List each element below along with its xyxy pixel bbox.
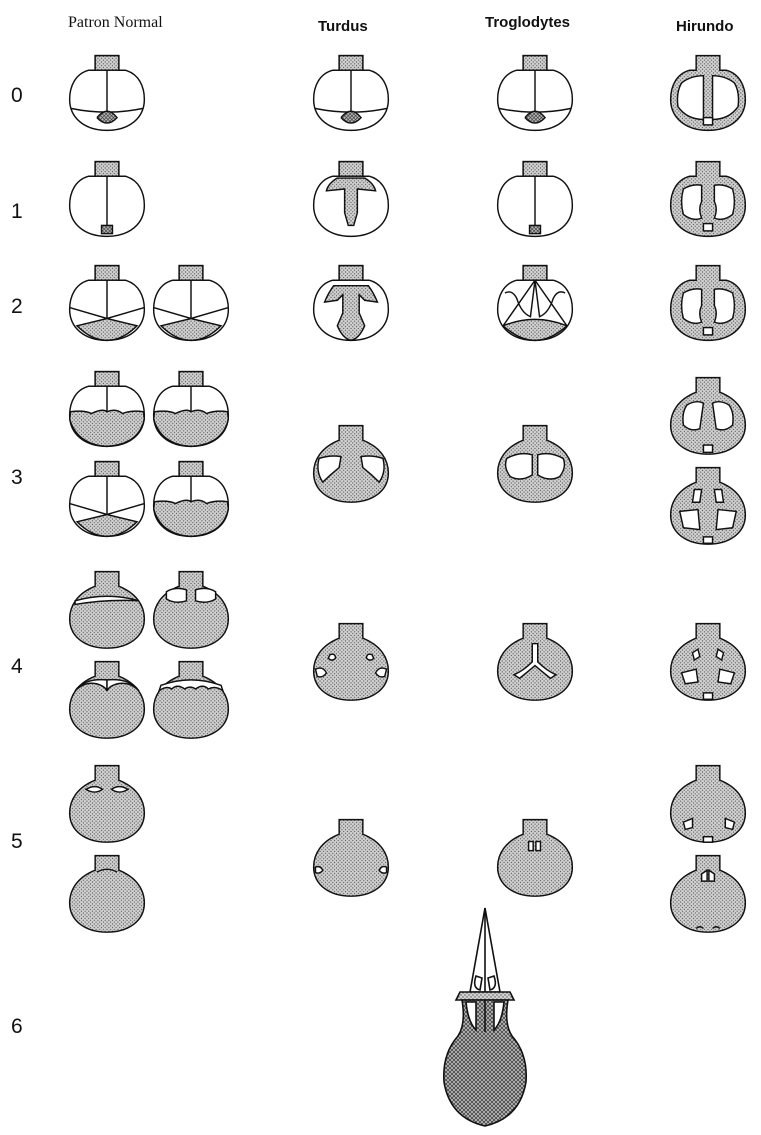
skull-hirundo-5b [667,852,749,934]
skull-patron-3d [150,458,232,540]
skull-patron-3b [150,368,232,450]
column-header-hirundo: Hirundo [676,18,734,35]
skull-turdus-5 [310,816,392,898]
skull-hirundo-1 [667,158,749,240]
skull-troglodytes-5 [494,816,576,898]
skull-patron-5b [66,852,148,934]
skull-turdus-0 [310,52,392,134]
skull-turdus-3 [310,422,392,504]
skull-patron-3a [66,368,148,450]
skull-hirundo-2 [667,262,749,344]
skull-patron-5a [66,762,148,844]
skull-turdus-1 [310,158,392,240]
skull-hirundo-4 [667,620,749,702]
skull-hirundo-3a [667,374,749,456]
skull-patron-1 [66,158,148,240]
skull-patron-2a [66,262,148,344]
skull-hirundo-0 [667,52,749,134]
row-label-5: 5 [11,830,23,854]
skull-troglodytes-3 [494,422,576,504]
skull-patron-4c [66,658,148,740]
skull-patron-4b [150,568,232,650]
row-label-0: 0 [11,84,23,108]
row-label-1: 1 [11,200,23,224]
skull-hirundo-3b [667,464,749,546]
row-label-3: 3 [11,466,23,490]
skull-troglodytes-1 [494,158,576,240]
skull-turdus-4 [310,620,392,702]
column-header-turdus: Turdus [318,18,368,35]
skull-hirundo-5a [667,762,749,844]
skull-turdus-2 [310,262,392,344]
column-header-troglodytes: Troglodytes [485,14,570,31]
skull-troglodytes-4 [494,620,576,702]
skull-patron-4a [66,568,148,650]
column-header-patron-normal: Patron Normal [68,14,163,32]
skull-troglodytes-2 [494,262,576,344]
skull-patron-3c [66,458,148,540]
row-label-6: 6 [11,1015,23,1039]
row-label-2: 2 [11,295,23,319]
row-label-4: 4 [11,655,23,679]
skull-patron-4d [150,658,232,740]
skull-patron-0 [66,52,148,134]
skull-troglodytes-6 [440,906,530,1131]
skull-troglodytes-0 [494,52,576,134]
skull-patron-2b [150,262,232,344]
